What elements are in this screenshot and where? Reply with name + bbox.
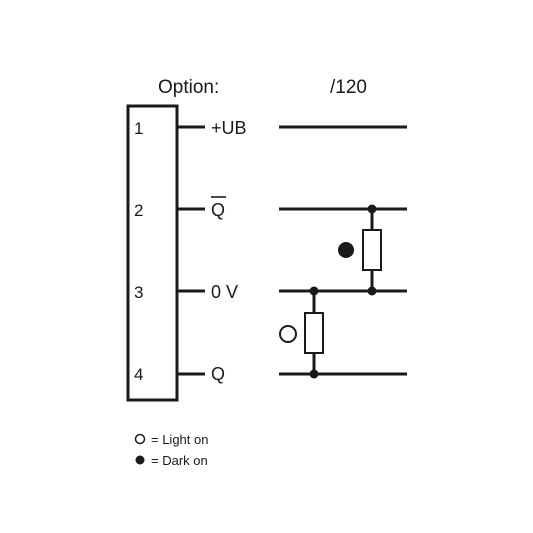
legend-open-circle-icon [134,433,146,445]
signal-q-bar: Q [211,200,225,220]
option-label: Option: [158,77,219,98]
junction-q-bar [367,204,377,214]
junction-0v-left [309,286,319,296]
connector-body [126,104,179,402]
pin-number-2: 2 [134,201,143,220]
resistor-light [304,312,324,354]
legend-dark-on: = Dark on [151,453,208,468]
legend-filled-circle-icon [135,455,145,465]
pin-number-1: 1 [134,119,143,138]
open-circle-icon [279,325,297,343]
legend-light-on: = Light on [151,432,208,447]
signal-ub: +UB [211,118,247,138]
signal-q: Q [211,364,225,384]
junction-q [309,369,319,379]
pin-number-4: 4 [134,365,143,384]
signal-0v: 0 V [211,282,238,302]
filled-circle-icon [338,242,354,258]
pin-number-3: 3 [134,283,143,302]
junction-0v-right [367,286,377,296]
resistor-dark [362,229,382,271]
variant-label: /120 [330,77,367,98]
